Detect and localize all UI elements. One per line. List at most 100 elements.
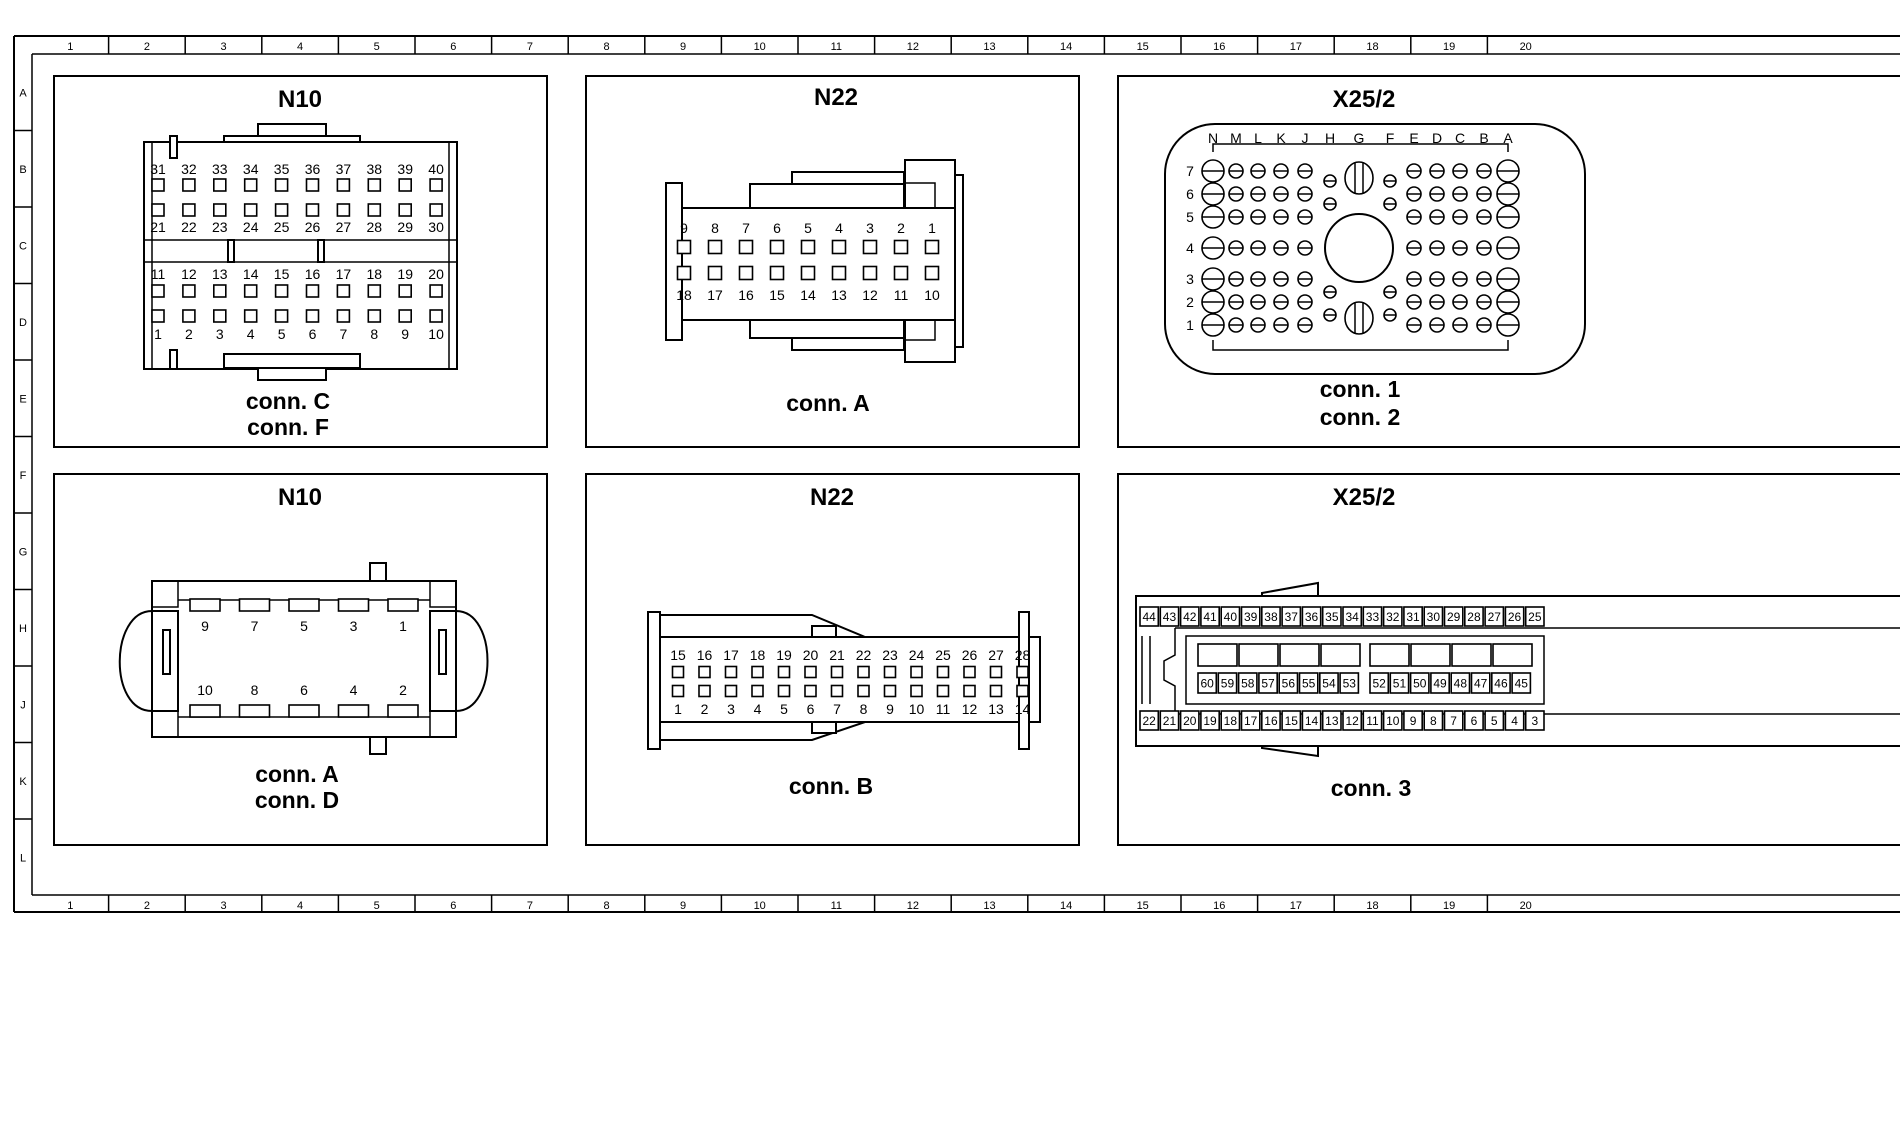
row-number: 6 xyxy=(1186,186,1194,202)
column-letter: K xyxy=(1276,130,1286,146)
column-letter: C xyxy=(1455,130,1465,146)
pin-cavity xyxy=(182,178,196,192)
pin-cavity xyxy=(1369,672,1390,694)
pin-number: 40 xyxy=(428,161,444,177)
pin-cavity xyxy=(189,704,221,718)
pin-cavity xyxy=(1016,684,1029,698)
pin-number: 52 xyxy=(1372,677,1386,691)
pin-number: 30 xyxy=(1427,610,1441,624)
pin-number: 5 xyxy=(1491,714,1498,728)
pin-cavity xyxy=(1258,672,1279,694)
pin-cavity xyxy=(1159,606,1180,627)
grid-column-label: 8 xyxy=(603,900,609,912)
pin-cavity xyxy=(367,178,382,192)
grid-column-label: 13 xyxy=(983,41,995,53)
pin-cavity xyxy=(1443,710,1464,731)
pin-cavity xyxy=(830,684,844,698)
pin-cavity xyxy=(288,598,320,612)
grid-column-label: 11 xyxy=(831,41,842,53)
pin-cavity xyxy=(1301,710,1322,731)
pin-number: 4 xyxy=(350,682,358,698)
pin-cavity xyxy=(777,684,791,698)
row-number: 3 xyxy=(1186,271,1194,287)
pin-cavity xyxy=(1450,672,1471,694)
grid-column-label: 19 xyxy=(1443,900,1455,912)
pin-number: 17 xyxy=(336,266,352,282)
grid-column-label: 10 xyxy=(754,900,766,912)
pin-number: 18 xyxy=(1224,714,1238,728)
pin-number: 2 xyxy=(897,220,905,236)
pin-number: 22 xyxy=(181,219,197,235)
pin-number: 39 xyxy=(397,161,413,177)
pin-cavity xyxy=(1464,606,1484,627)
coding-pin xyxy=(1344,161,1374,195)
pin-number: 33 xyxy=(212,161,228,177)
pin-cavity xyxy=(1511,672,1532,694)
pin-number: 1 xyxy=(928,220,936,236)
pin-cavity xyxy=(288,704,320,718)
pin-number: 9 xyxy=(401,326,409,342)
grid-column-label: 15 xyxy=(1137,41,1149,53)
pin-cavity xyxy=(698,684,711,698)
pin-cavity xyxy=(1298,672,1319,694)
pin-cavity xyxy=(387,598,419,612)
pin-cavity xyxy=(1491,672,1511,694)
pin-cavity xyxy=(213,203,227,217)
grid-column-label: 1 xyxy=(67,900,73,912)
pin-cavity xyxy=(387,704,419,718)
pin-cavity xyxy=(1409,672,1430,694)
pin-cavity xyxy=(305,284,320,298)
pin-number: 57 xyxy=(1261,677,1275,691)
panel-title: N22 xyxy=(810,484,854,511)
pin-number: 1 xyxy=(154,326,162,342)
pin-number: 3 xyxy=(216,326,224,342)
pin-number: 15 xyxy=(274,266,290,282)
pin-number: 18 xyxy=(367,266,383,282)
pin-cavity xyxy=(182,309,196,323)
pin-number: 11 xyxy=(1366,714,1379,728)
pin-cavity xyxy=(1423,606,1444,627)
pin-cavity xyxy=(213,309,227,323)
grid-column-label: 9 xyxy=(680,900,686,912)
pin-cavity xyxy=(671,665,685,679)
grid-column-label: 12 xyxy=(907,900,919,912)
pin-cavity xyxy=(182,203,196,217)
pin-slot xyxy=(1451,643,1492,667)
pin-cavity xyxy=(1240,710,1261,731)
pin-cavity xyxy=(337,704,370,718)
pin-cavity xyxy=(398,284,413,298)
pin-cavity xyxy=(963,665,976,679)
pin-cavity xyxy=(1430,672,1451,694)
connector-label: conn. 1 xyxy=(1320,376,1401,402)
pin-cavity xyxy=(305,178,320,192)
pin-slot xyxy=(1279,643,1320,667)
pin-number: 37 xyxy=(336,161,352,177)
pin-number: 14 xyxy=(243,266,259,282)
pin-cavity xyxy=(698,665,711,679)
panel-title: N10 xyxy=(278,484,322,511)
pin-number: 21 xyxy=(829,647,845,663)
pin-cavity xyxy=(1524,710,1545,731)
pin-cavity xyxy=(398,178,413,192)
pin-number: 10 xyxy=(909,701,925,717)
grid-row-label: K xyxy=(19,776,27,788)
pin-number: 12 xyxy=(181,266,197,282)
pin-number: 6 xyxy=(1471,714,1478,728)
pin-number: 55 xyxy=(1302,677,1316,691)
pin-cavity xyxy=(769,239,785,255)
pin-number: 29 xyxy=(1447,610,1461,624)
pin-number: 19 xyxy=(776,647,792,663)
pin-cavity xyxy=(274,309,289,323)
pin-number: 6 xyxy=(773,220,781,236)
pin-number: 56 xyxy=(1282,677,1296,691)
panel-title: N22 xyxy=(814,84,858,111)
pin-number: 8 xyxy=(370,326,378,342)
pin-cavity xyxy=(189,598,221,612)
pin-number: 16 xyxy=(697,647,713,663)
pin-number: 25 xyxy=(935,647,951,663)
